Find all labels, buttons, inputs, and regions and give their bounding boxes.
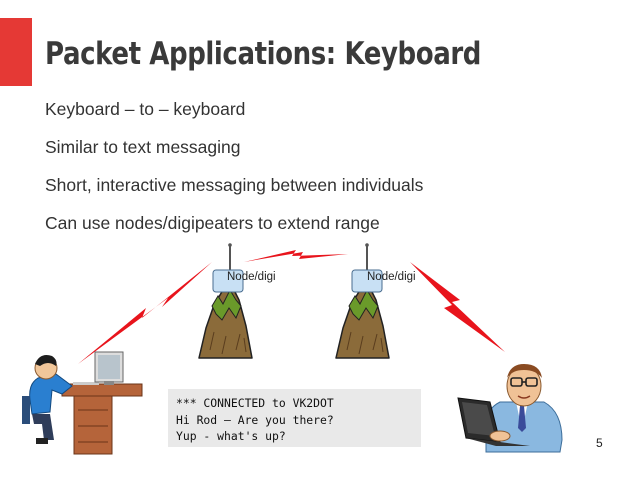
- terminal-output: *** CONNECTED to VK2DOT Hi Rod – Are you …: [168, 389, 421, 447]
- terminal-line: Yup - what's up?: [176, 429, 286, 443]
- accent-bar: [0, 18, 32, 86]
- bullet-item: Keyboard – to – keyboard: [45, 99, 246, 119]
- slide-title: Packet Applications: Keyboard: [45, 36, 482, 72]
- antenna-icon: [365, 243, 369, 272]
- person-with-laptop-icon: [457, 364, 563, 453]
- bullet-item: Can use nodes/digipeaters to extend rang…: [45, 213, 380, 233]
- lightning-bolt-icon: [244, 250, 348, 262]
- mountain-icon: [198, 285, 253, 359]
- page-number: 5: [596, 436, 603, 450]
- person-at-desk-icon: [22, 351, 143, 455]
- lightning-bolt-icon: [410, 262, 505, 352]
- mountain-icon: [335, 285, 390, 359]
- node-label: Node/digi: [227, 271, 276, 283]
- antenna-icon: [228, 243, 232, 272]
- terminal-line: Hi Rod – Are you there?: [176, 412, 334, 427]
- bullet-list: Keyboard – to – keyboard Similar to text…: [45, 98, 423, 250]
- lightning-bolt-icon: [78, 262, 212, 364]
- node-label: Node/digi: [367, 271, 416, 283]
- bullet-item: Similar to text messaging: [45, 137, 241, 157]
- bullet-item: Short, interactive messaging between ind…: [45, 175, 424, 195]
- terminal-line: *** CONNECTED to VK2DOT: [176, 396, 334, 410]
